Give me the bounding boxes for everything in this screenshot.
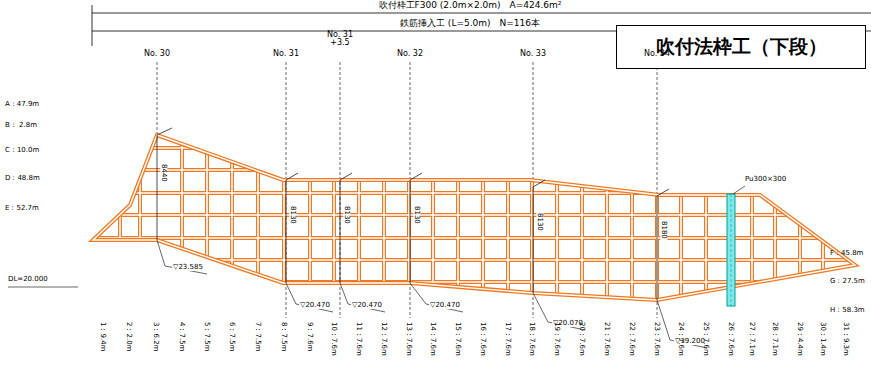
quantity-note: 吹付枠工F300 (2.0m×2.0m) A=424.6m²	[378, 1, 563, 10]
station-label: No. 34	[644, 50, 670, 58]
station-label: No. 32	[397, 50, 423, 58]
height-dimension: 8180	[660, 220, 667, 240]
frame-spacing: 17：7.6m	[504, 322, 511, 356]
frame-spacing: 1：9.4m	[99, 322, 106, 351]
frame-spacing: 11：7.6m	[355, 322, 362, 356]
frame-spacing: 19：7.6m	[553, 322, 560, 356]
frame-spacing: 29：4.4m	[796, 322, 803, 356]
section-length: G：27.5m	[830, 278, 865, 285]
frame-spacing: 30：1.4m	[819, 322, 826, 356]
elevation-mark: ▽20.470	[429, 302, 461, 309]
frame-spacing: 7：7.5m	[254, 322, 261, 351]
station-label: No. 31 +3.5	[320, 31, 360, 48]
frame-grid	[80, 120, 871, 310]
frame-spacing: 2：2.0m	[125, 322, 132, 351]
frame-spacing: 10：7.6m	[330, 322, 337, 356]
pu-column	[727, 186, 745, 306]
section-length: H：58.3m	[830, 307, 865, 314]
frame-spacing: 16：7.6m	[479, 322, 486, 356]
frame-spacing: 31：9.3m	[842, 322, 849, 356]
station-lines	[157, 62, 657, 318]
section-length: A：47.9m	[5, 101, 39, 108]
frame-spacing: 6：7.5m	[228, 322, 235, 351]
frame-spacing: 24：7.6m	[677, 322, 684, 356]
height-dimensions	[157, 128, 669, 300]
frame-spacing: 28：7.1m	[771, 322, 778, 356]
title-text: 吹付法枠工（下段）	[656, 34, 827, 60]
section-length: C：10.0m	[5, 147, 39, 154]
pu-label: Pu300×300	[744, 176, 787, 183]
frame-spacing: 27：7.1m	[748, 322, 755, 356]
height-dimension: 8130	[289, 205, 296, 225]
station-label: No. 30	[144, 50, 170, 58]
frame-spacing: 5：7.5m	[203, 322, 210, 351]
frame-spacing: 20：7.6m	[578, 322, 585, 356]
frame-spacing: 21：7.6m	[603, 322, 610, 356]
frame-spacing: 13：7.6m	[405, 322, 412, 356]
frame-spacing: 15：7.6m	[454, 322, 461, 356]
height-dimension: 8130	[413, 205, 420, 225]
elevation-mark: ▽20.470	[351, 302, 383, 309]
datum-level: DL=20.000	[8, 276, 48, 283]
quantity-note: 鉄筋挿入工 (L=5.0m) N=116本	[399, 19, 541, 28]
section-length: D：48.8m	[5, 175, 40, 182]
frame-spacing: 8：7.5m	[280, 322, 287, 351]
elevation-mark: ▽23.585	[172, 264, 204, 271]
frame-spacing: 14：7.6m	[429, 322, 436, 356]
title-box: 吹付法枠工（下段）	[616, 25, 866, 69]
height-dimension: 8130	[536, 212, 543, 232]
frame-spacing: 12：7.6m	[380, 322, 387, 356]
frame-spacing: 25：7.6m	[702, 322, 709, 356]
height-dimension: 8440	[160, 163, 167, 183]
elevation-mark: ▽20.470	[299, 302, 331, 309]
height-dimension: 8130	[343, 205, 350, 225]
section-length: E：52.7m	[5, 205, 39, 212]
frame-spacing: 18：7.6m	[528, 322, 535, 356]
frame-spacing: 3：6.2m	[152, 322, 159, 351]
frame-spacing: 4：7.5m	[178, 322, 185, 351]
frame-spacing: 23：7.6m	[653, 322, 660, 356]
station-label: No. 33	[520, 50, 546, 58]
section-length: F：45.8m	[830, 250, 863, 257]
station-label: No. 31	[273, 50, 299, 58]
section-length: B： 2.8m	[5, 122, 37, 129]
frame-spacing: 22：7.6m	[628, 322, 635, 356]
frame-spacing: 9：7.6m	[306, 322, 313, 351]
slope-outline	[93, 135, 855, 300]
frame-spacing: 26：7.6m	[727, 322, 734, 356]
